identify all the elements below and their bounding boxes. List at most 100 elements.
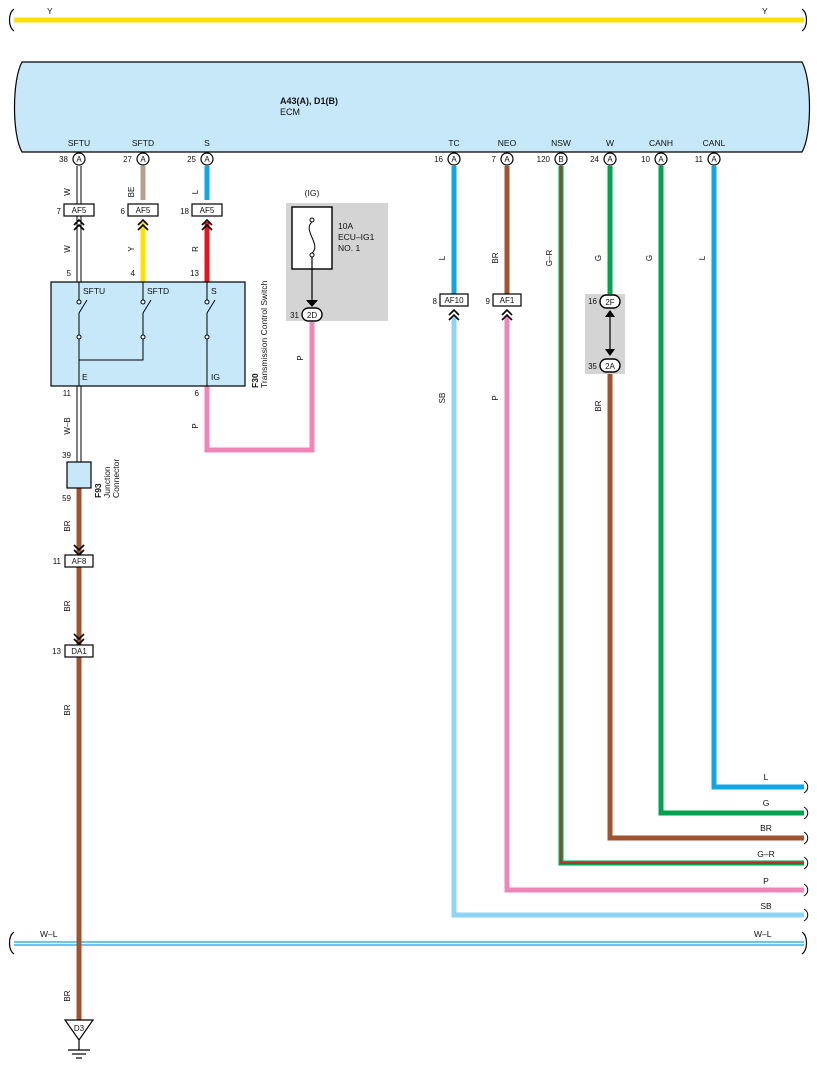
switch-name: Transmission Control Switch [259, 280, 269, 388]
right-edge-labels: L G BR G–R P SB [757, 772, 809, 922]
pin-number: 27 [123, 155, 132, 164]
svg-text:SFTD: SFTD [147, 286, 169, 296]
ecm-box: A43(A), D1(B) ECM [13, 61, 811, 153]
pin-number: 11 [695, 155, 704, 164]
svg-text:7: 7 [57, 207, 62, 216]
pin-name: S [204, 138, 210, 148]
canh-wire [658, 166, 804, 816]
wire-label: P [491, 395, 500, 400]
canl-wire [711, 166, 804, 790]
svg-text:AF1: AF1 [500, 296, 515, 305]
pin-name: TC [448, 138, 459, 148]
svg-text:11: 11 [63, 389, 72, 398]
neo-wire-lower [504, 316, 804, 893]
svg-text:AF8: AF8 [72, 557, 87, 566]
wire-label: G–R [545, 250, 554, 267]
svg-text:F93: F93 [93, 483, 103, 498]
ecm-pin-nsw: NSW 120 B [537, 138, 571, 166]
bus-label-left: Y [47, 6, 53, 16]
pin-conn: A [76, 155, 82, 164]
wire-label: L [698, 255, 707, 260]
wire-label: P [191, 423, 200, 428]
junction-connector-f93: 39 59 F93 Junction Connector [62, 451, 121, 503]
wire-label: SB [438, 393, 447, 404]
svg-text:13: 13 [190, 269, 199, 278]
svg-text:ECU–IG1: ECU–IG1 [338, 232, 375, 242]
pin-conn: A [140, 155, 146, 164]
svg-text:NO. 1: NO. 1 [338, 243, 360, 253]
wires [76, 166, 804, 1020]
svg-text:G: G [763, 798, 770, 808]
svg-text:AF5: AF5 [200, 206, 215, 215]
pin-name: CANL [703, 138, 726, 148]
wire-label: BR [63, 704, 72, 715]
svg-text:SB: SB [760, 901, 772, 911]
transmission-control-switch: 5 4 13 SFTU SFTD S E IG 11 6 F [50, 269, 269, 398]
svg-text:10A: 10A [338, 221, 353, 231]
ground-d3: D3 [63, 1019, 95, 1059]
pin-name: NSW [551, 138, 571, 148]
af10: 8 AF10 [433, 293, 469, 321]
pin-name: CANH [649, 138, 673, 148]
ecm-pin-sftd: SFTD 27 A [123, 138, 154, 166]
svg-text:G–R: G–R [757, 849, 774, 859]
svg-text:2F: 2F [605, 298, 614, 307]
w-wire-lower [607, 372, 804, 841]
pin-number: 120 [537, 155, 551, 164]
wire-label: L [191, 189, 200, 194]
svg-text:6: 6 [121, 207, 126, 216]
wire-label: BR [491, 252, 500, 263]
pin-conn: A [658, 155, 664, 164]
ecm-pin-s: S 25 A [187, 138, 214, 166]
svg-text:E: E [82, 372, 88, 382]
bus-label-right: Y [762, 6, 768, 16]
svg-text:9: 9 [486, 297, 491, 306]
wire-label: L [438, 255, 447, 260]
svg-text:13: 13 [52, 647, 61, 656]
fuse-ecu-ig1: (IG) 10A ECU–IG1 NO. 1 31 2D [286, 188, 388, 322]
ig-wire [204, 322, 315, 453]
svg-text:W–L: W–L [40, 929, 58, 939]
af8: 11 AF8 [53, 544, 94, 568]
pin-name: SFTU [68, 138, 90, 148]
svg-text:11: 11 [53, 557, 62, 566]
top-y-bus: Y Y [8, 6, 808, 32]
wire-label: Y [127, 246, 136, 252]
tc-wire-lower [451, 316, 804, 918]
svg-text:Connector: Connector [111, 459, 121, 498]
wire-label: P [296, 355, 305, 360]
pin-number: 7 [492, 155, 497, 164]
wire-label: BR [594, 400, 603, 411]
wire-label: G [594, 255, 603, 261]
switch-id: F30 [250, 373, 260, 388]
pin-conn: A [607, 155, 613, 164]
pin-number: 16 [434, 155, 443, 164]
wire-label: R [191, 246, 200, 252]
pin-conn: A [504, 155, 510, 164]
nsw-wire [558, 166, 804, 866]
svg-text:Junction: Junction [102, 466, 112, 498]
svg-text:59: 59 [62, 494, 71, 503]
wire-labels: W BE L W Y R W–B P P L BR G–R G G L SB P… [63, 187, 707, 1002]
svg-text:2D: 2D [307, 311, 317, 320]
wire-label: BR [63, 600, 72, 611]
wire-label: BR [63, 990, 72, 1001]
ecm-pins: SFTU 38 A SFTD 27 A S 25 A TC 16 A NEO 7 [59, 138, 726, 166]
ecm-name: ECM [280, 107, 300, 117]
svg-text:4: 4 [131, 269, 136, 278]
junction-2f-2a: 16 2F 35 2A [585, 294, 625, 374]
svg-text:AF5: AF5 [72, 206, 87, 215]
svg-text:S: S [211, 286, 217, 296]
svg-text:BR: BR [760, 823, 772, 833]
ecm-pin-canh: CANH 10 A [641, 138, 673, 166]
svg-text:6: 6 [195, 389, 200, 398]
af5-s: 18 AF5 [180, 203, 223, 231]
pin-name: W [606, 138, 614, 148]
ecm-pin-tc: TC 16 A [434, 138, 461, 166]
pin-conn: A [204, 155, 210, 164]
ecm-title: A43(A), D1(B) [280, 96, 338, 106]
svg-text:8: 8 [433, 297, 438, 306]
ecm-pin-sftu: SFTU 38 A [59, 138, 90, 166]
ecm-pin-canl: CANL 11 A [695, 138, 726, 166]
